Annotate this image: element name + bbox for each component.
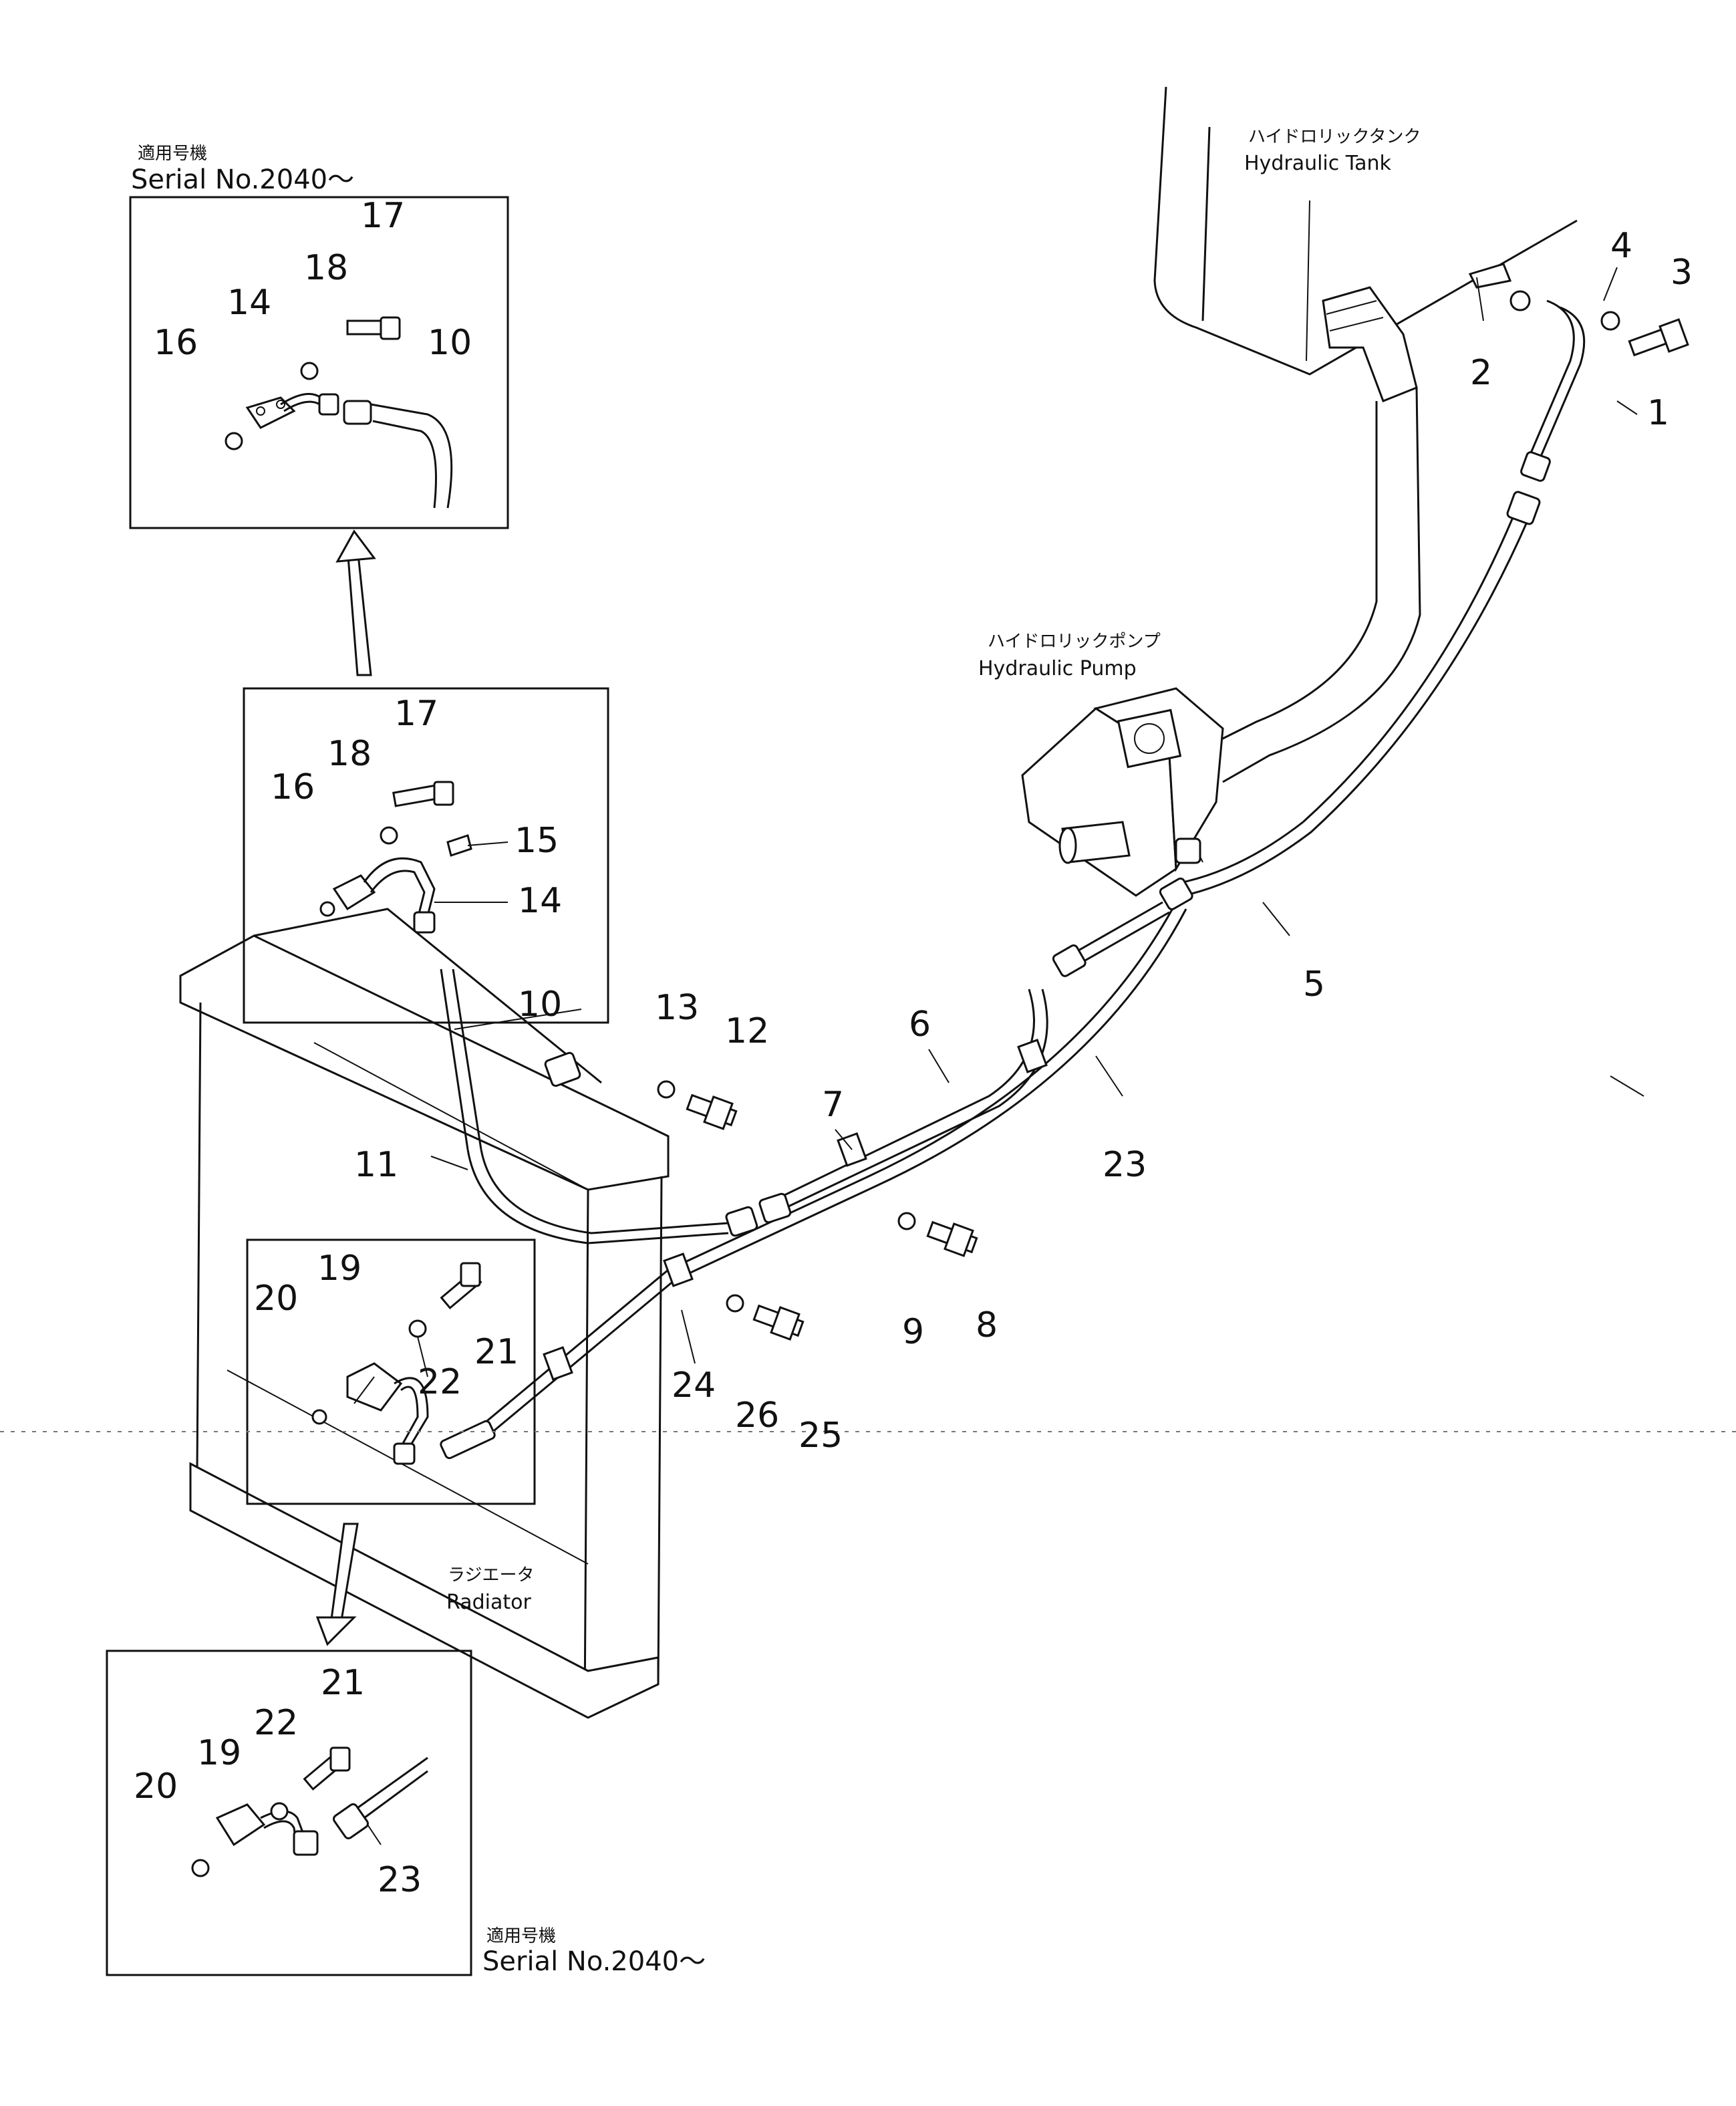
part-number-21-bottom: 21 (321, 1663, 365, 1703)
tank-label-jp: ハイドロリックタンク (1248, 127, 1421, 147)
hydraulic-pump (1021, 687, 1224, 897)
part-number-2: 2 (1470, 353, 1492, 393)
hose-5 (1182, 507, 1518, 884)
bolt-12 (686, 1093, 738, 1130)
pipe-6 (781, 989, 1035, 1198)
inset-serial-top-parts (225, 316, 453, 509)
part-number-20-mid: 20 (254, 1279, 298, 1319)
part-number-14-mid: 14 (518, 881, 562, 921)
serial-label-top: Serial No.2040〜 (131, 164, 354, 195)
part-number-7: 7 (822, 1085, 844, 1125)
part-number-18-top: 18 (304, 248, 348, 288)
part-number-4: 4 (1610, 226, 1632, 266)
part-number-22-bottom: 22 (254, 1703, 298, 1743)
part-number-3: 3 (1671, 253, 1693, 293)
serial-label-jp-top: 適用号機 (138, 144, 207, 164)
serial-label-jp-bottom: 適用号機 (486, 1926, 556, 1946)
part-number-16-top: 16 (154, 323, 198, 363)
inset-middle (243, 687, 609, 1024)
part-number-19-bottom: 19 (197, 1733, 241, 1773)
part-number-1: 1 (1647, 393, 1669, 433)
serial-label-bottom: Serial No.2040〜 (482, 1946, 706, 1977)
radiator-label-jp: ラジエータ (448, 1565, 534, 1585)
hydraulic-tank (1153, 86, 1578, 783)
bolt-3 (1628, 318, 1689, 357)
bolt-25 (752, 1304, 805, 1341)
part-number-16-mid: 16 (271, 767, 315, 807)
part-number-10-top: 10 (428, 323, 472, 363)
part-number-6: 6 (909, 1005, 931, 1045)
inset-serial-top (129, 196, 509, 529)
tank-label: Hydraulic Tank (1244, 152, 1392, 175)
bolt-8 (926, 1220, 978, 1257)
part-number-8: 8 (976, 1305, 998, 1345)
part-number-15: 15 (515, 821, 559, 861)
part-number-23: 23 (1103, 1145, 1147, 1185)
part-number-13: 13 (655, 988, 699, 1028)
part-number-21-mid: 21 (474, 1332, 519, 1372)
radiator-label: Radiator (446, 1591, 531, 1614)
hose-11 (466, 1149, 729, 1244)
arrow-up-hatched (335, 529, 376, 676)
inset-serial-bottom (106, 1650, 472, 1976)
part-number-5: 5 (1303, 964, 1325, 1005)
inset-middle-parts (319, 781, 472, 934)
part-number-19-mid: 19 (317, 1248, 361, 1289)
part-number-24: 24 (672, 1365, 716, 1406)
inset-lower-middle-parts (311, 1262, 496, 1465)
pipe-1 (1529, 299, 1575, 455)
part-number-12: 12 (725, 1011, 769, 1051)
part-number-11: 11 (354, 1145, 398, 1185)
radiator (179, 908, 670, 1719)
part-number-25: 25 (799, 1416, 843, 1456)
part-number-14-top: 14 (227, 283, 271, 323)
part-number-10-mid: 10 (518, 984, 562, 1025)
inset-serial-bottom-parts (191, 1746, 428, 1877)
pump-label: Hydraulic Pump (978, 657, 1137, 680)
part-number-18-mid: 18 (327, 734, 372, 774)
part-number-23-bottom: 23 (378, 1860, 422, 1900)
part-number-9: 9 (902, 1312, 924, 1352)
part-number-17-mid: 17 (394, 694, 438, 734)
part-number-22-mid: 22 (418, 1362, 462, 1402)
inset-lower-middle (246, 1238, 536, 1505)
part-number-20-bottom: 20 (134, 1766, 178, 1807)
part-number-26: 26 (735, 1396, 779, 1436)
part-number-17-top: 17 (361, 196, 405, 236)
arrow-down-hatched (315, 1523, 359, 1646)
pump-label-jp: ハイドロリックポンプ (988, 632, 1161, 652)
